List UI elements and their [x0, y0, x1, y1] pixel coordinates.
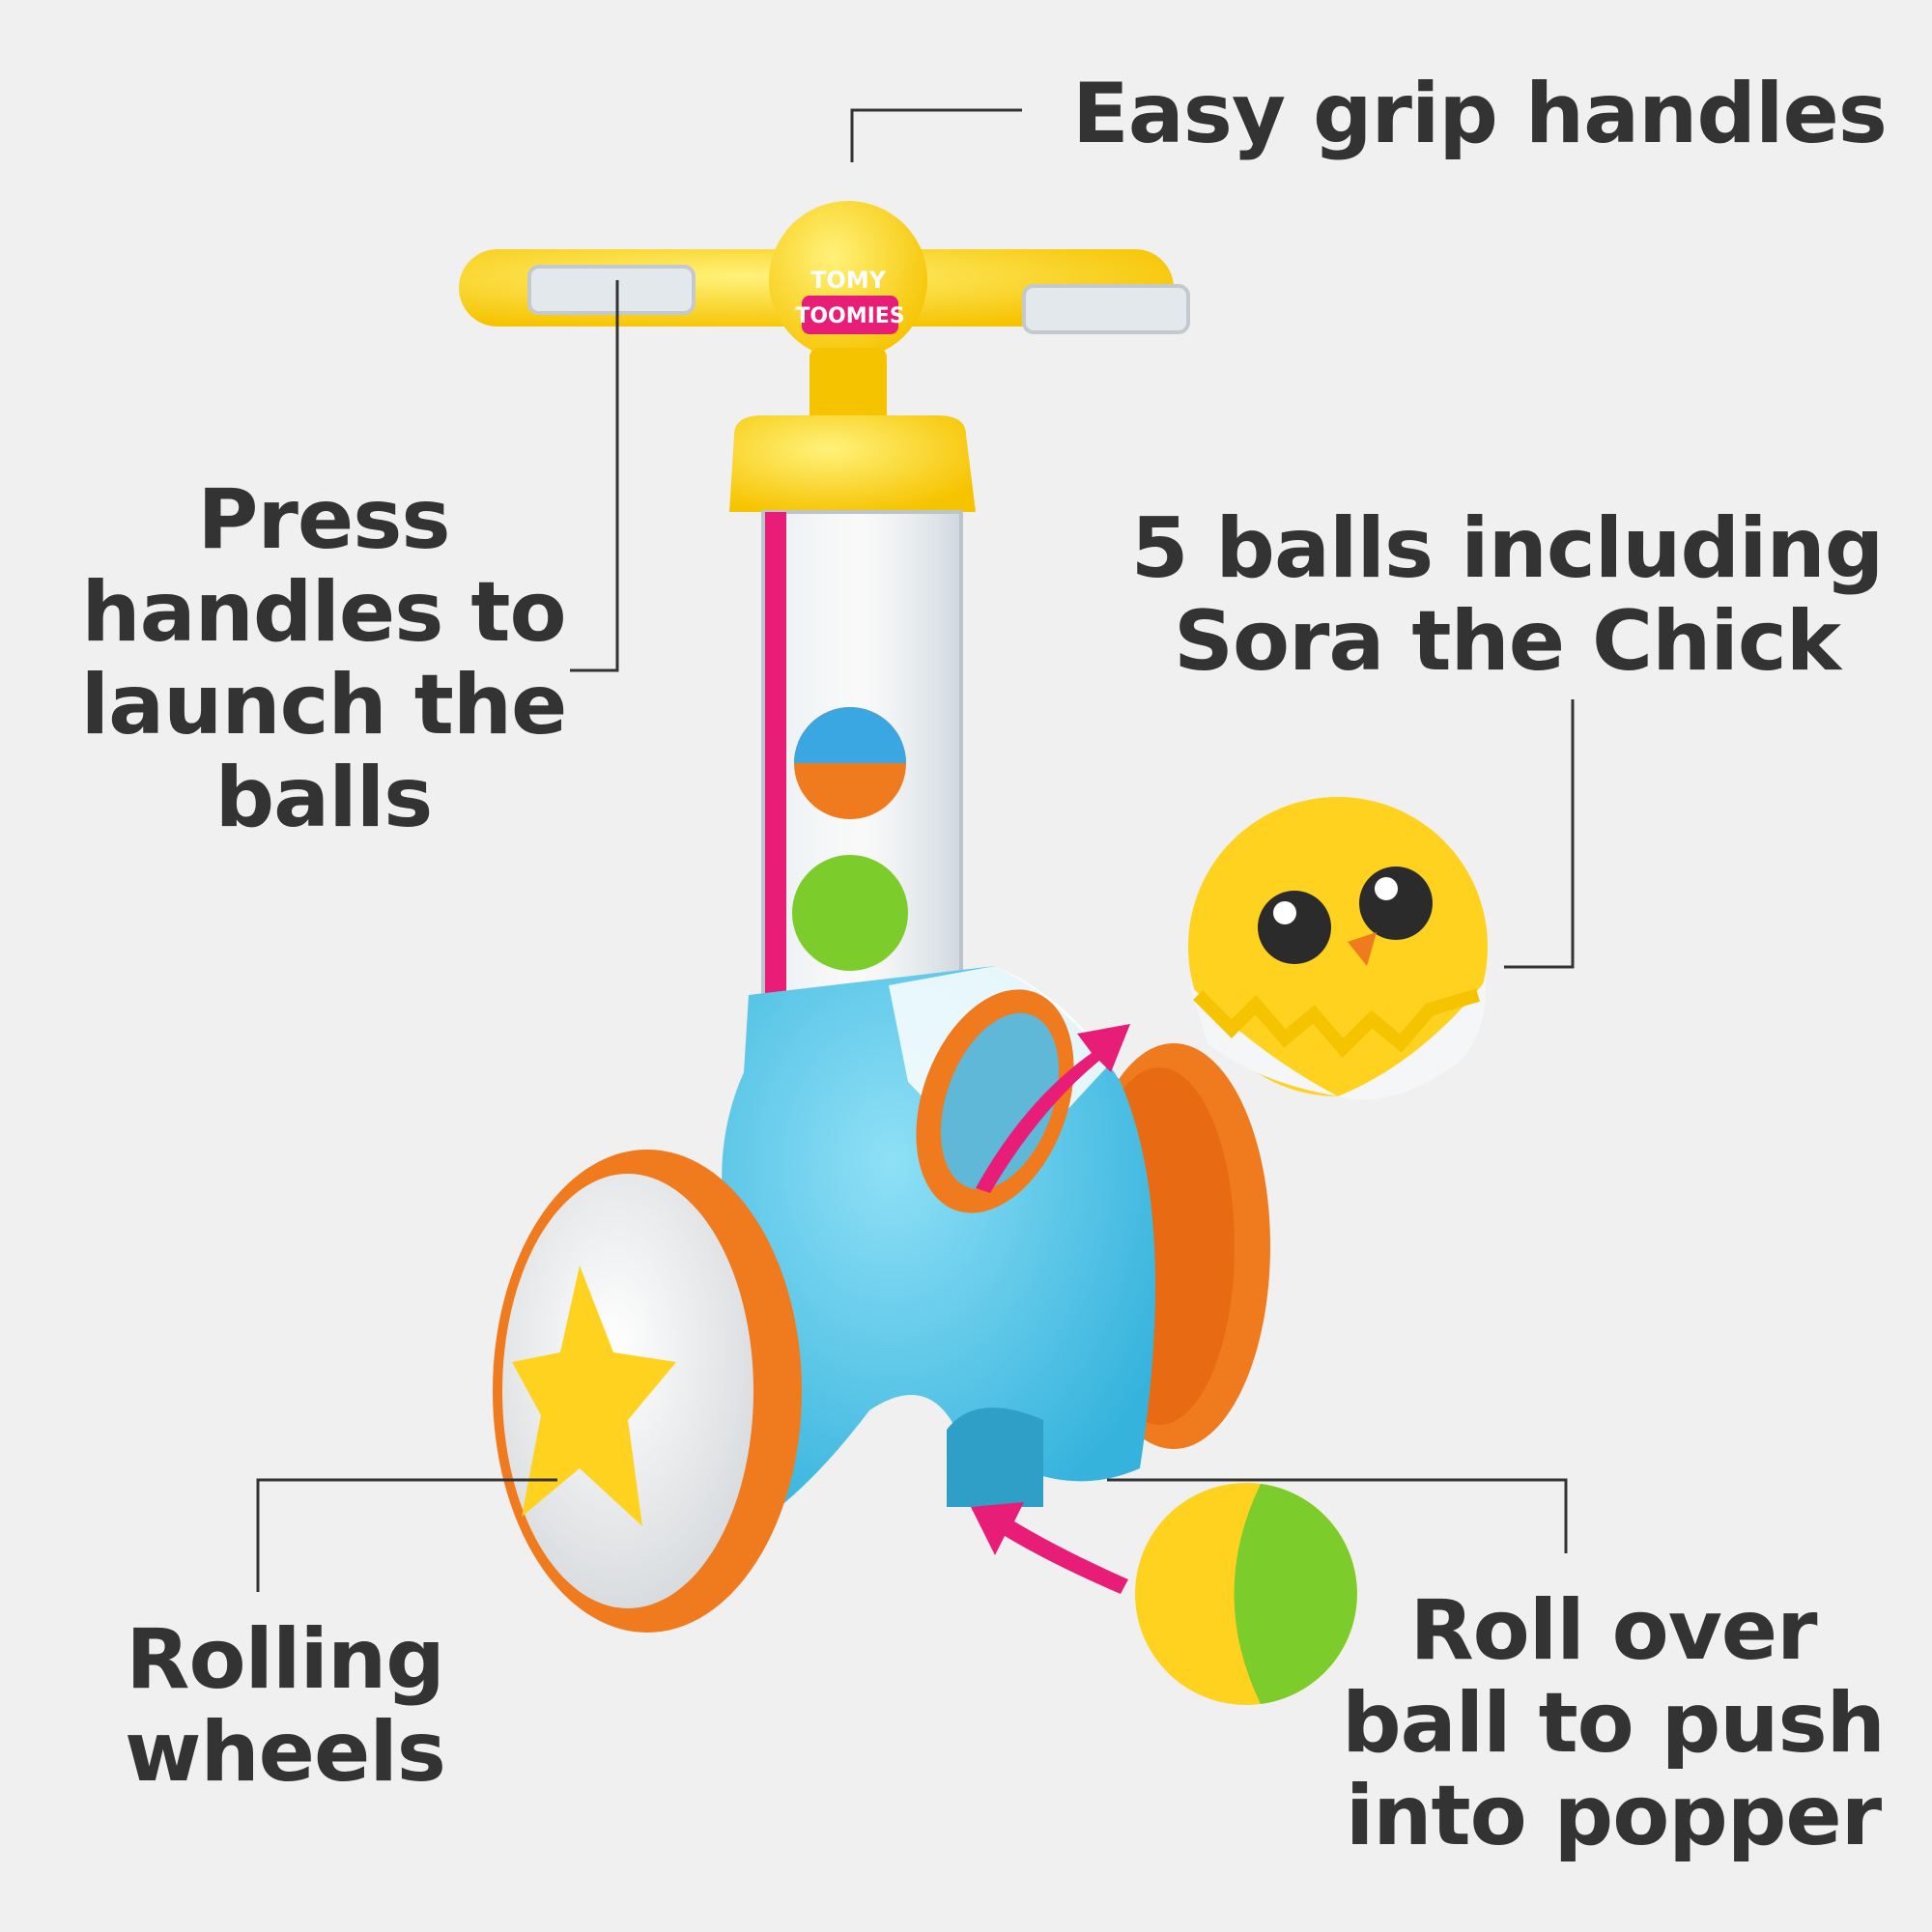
pink-plunger-rod — [765, 512, 786, 1053]
star-hubcap — [512, 1265, 676, 1526]
right-grip — [1022, 284, 1190, 334]
launch-hole — [916, 989, 1074, 1213]
tube-ball-green — [792, 855, 908, 971]
wheels-callout-line: wheels — [125, 1704, 446, 1801]
roll-callout: Roll over ball to push into popper — [1323, 1584, 1903, 1862]
balls-callout-line: Sora the Chick — [1174, 593, 1841, 690]
intake-arrow — [971, 1502, 1128, 1594]
brand-maker-text: TOMY — [810, 267, 887, 294]
grip-callout: Easy grip handles — [1072, 66, 1888, 162]
sora-chick-ball — [1188, 797, 1488, 1100]
ball-pickup-slot — [947, 1407, 1043, 1507]
roll-callout-line: Roll over — [1409, 1582, 1817, 1679]
press-callout-line: Press — [197, 471, 450, 568]
roll-callout-line: ball to push — [1342, 1675, 1886, 1772]
grip-callout-line: Easy grip handles — [1072, 66, 1888, 162]
ball-tube — [761, 510, 963, 1065]
press-callout-line: handles to — [81, 564, 566, 661]
brand-logo-badge — [802, 296, 898, 334]
handle-bar: TOMY TOOMIES — [459, 201, 1190, 512]
press-callout: Press handles to launch the balls — [48, 473, 599, 844]
left-grip — [527, 265, 696, 315]
press-callout-line: balls — [214, 750, 434, 846]
brand-line-text: TOOMIES — [795, 304, 904, 328]
balls-callout: 5 balls including Sora the Chick — [1130, 500, 1885, 690]
press-callout-line: launch the — [80, 657, 568, 753]
roll-callout-line: into popper — [1345, 1768, 1882, 1864]
front-wheel — [493, 1150, 802, 1633]
balls-callout-line: 5 balls including — [1130, 500, 1885, 597]
launch-arrow — [976, 1024, 1130, 1193]
wheels-callout: Rolling wheels — [97, 1613, 473, 1799]
wheels-callout-line: Rolling — [126, 1611, 445, 1708]
